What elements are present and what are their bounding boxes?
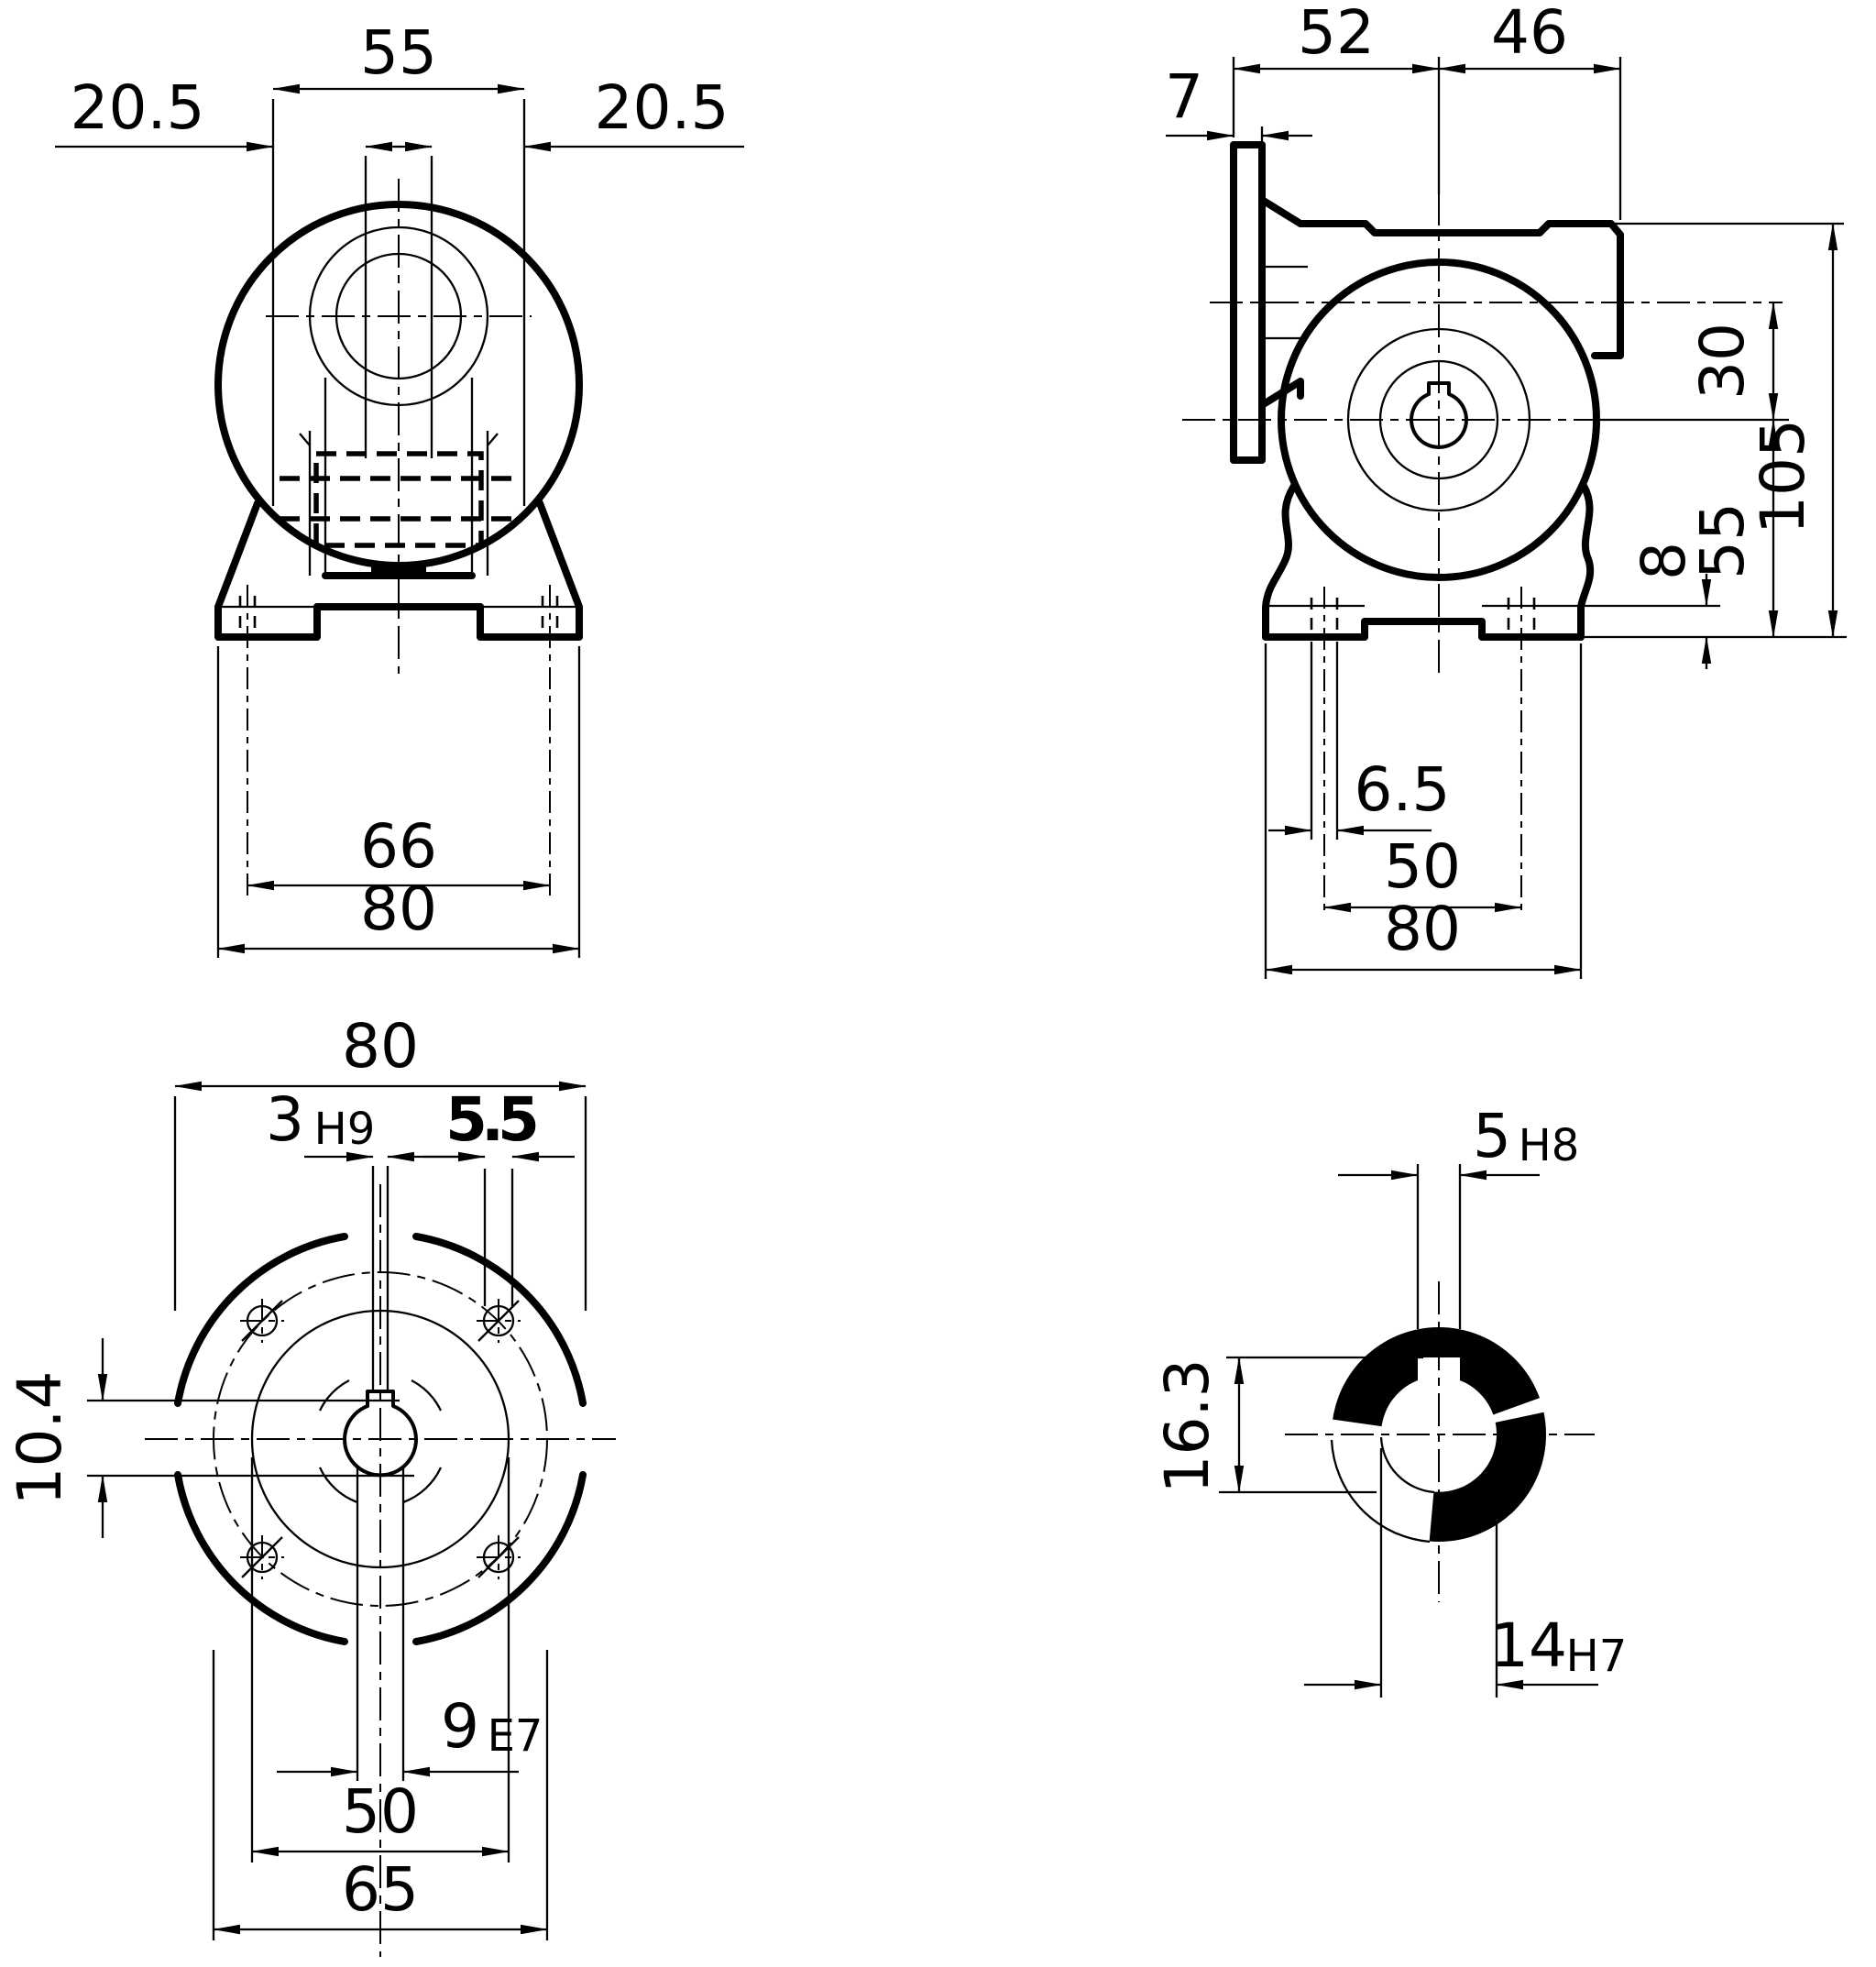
flange-bore-keyway xyxy=(343,1390,418,1478)
dim-80f-label: 80 xyxy=(342,1011,419,1082)
ext-bore-dia xyxy=(1379,1448,1498,1698)
side-view: 52 46 7 30 105 55 8 6.5 50 80 xyxy=(1165,0,1847,979)
worm-housing-profile xyxy=(1297,220,1624,359)
output-flange-view: 80 3 H9 5.5 10.4 9 E7 50 65 xyxy=(5,1011,616,1957)
dim-9-tol: E7 xyxy=(488,1710,543,1762)
dim-5-5-label: 5.5 xyxy=(445,1084,536,1155)
front-view: 55 20.5 20.5 66 80 xyxy=(55,17,744,958)
top-slot-lines xyxy=(371,1166,389,1391)
dim-14-tol: H7 xyxy=(1566,1631,1628,1682)
flange-outer-arc-br xyxy=(412,1471,587,1645)
output-bore-keyway xyxy=(1410,381,1468,449)
dim-55v-label: 55 xyxy=(1687,502,1758,579)
section-break-large xyxy=(1314,1417,1439,1558)
dim-80s-label: 80 xyxy=(1384,894,1461,964)
ext-lines-top xyxy=(271,99,526,506)
hidden-seal-lines xyxy=(1262,265,1308,340)
dim-80-label: 80 xyxy=(360,874,437,944)
foot-hole-centerlines-side xyxy=(1323,587,1522,917)
dim-105-label: 105 xyxy=(1748,419,1818,534)
dim-55-label: 55 xyxy=(360,17,437,88)
feet-outline xyxy=(1262,618,1585,641)
foot-hole-edges xyxy=(238,596,559,637)
dim-14-label: 14 xyxy=(1490,1610,1567,1681)
dim-7-label: 7 xyxy=(1165,61,1203,132)
input-flange-plate xyxy=(1230,141,1266,464)
ext-keyway-width xyxy=(1416,1164,1462,1329)
dim-20-5-left-label: 20.5 xyxy=(71,72,205,143)
pillar-left-outer xyxy=(299,431,312,576)
right-leg-foot xyxy=(477,500,583,641)
hidden-cavity-rect xyxy=(313,451,484,548)
foot-slot-edges xyxy=(1310,598,1536,637)
ext-bolt-hole xyxy=(483,1169,514,1306)
dim-6-5-label: 6.5 xyxy=(1355,754,1451,825)
flange-outer-arc-bl xyxy=(174,1471,348,1645)
bolt-holes xyxy=(240,1299,521,1579)
flange-outer-arc-tr xyxy=(412,1233,587,1407)
ext-feet-outer xyxy=(1264,643,1583,979)
hub-cone-top xyxy=(1258,196,1304,227)
outline-arc-inner xyxy=(1379,1436,1435,1494)
dim-10-4-label: 10.4 xyxy=(5,1371,75,1506)
bottom-slot-lines xyxy=(356,1467,405,1781)
dim-5-tol: H8 xyxy=(1519,1120,1580,1171)
hub-cone-bottom xyxy=(1258,378,1304,409)
dim-52-label: 52 xyxy=(1298,0,1375,68)
right-flank xyxy=(1577,482,1595,641)
outline-arc-outer xyxy=(1330,1439,1431,1544)
dim-8-label: 8 xyxy=(1629,542,1699,580)
left-leg-foot xyxy=(214,500,321,641)
dim-50f-label: 50 xyxy=(342,1776,419,1847)
shaft-bore-section-view: 5 H8 16.3 14 H7 xyxy=(1152,1101,1627,1698)
dim-66-label: 66 xyxy=(360,811,437,882)
dim-30-label: 30 xyxy=(1687,323,1758,400)
dim-3-label: 3 xyxy=(266,1084,304,1155)
dim-9-label: 9 xyxy=(441,1691,479,1762)
dim-50-label: 50 xyxy=(1384,831,1461,902)
dim-5-label: 5 xyxy=(1473,1101,1511,1171)
dim-46-label: 46 xyxy=(1491,0,1568,68)
hub-arcs xyxy=(318,1379,443,1504)
ext-spigot xyxy=(250,1457,510,1863)
left-flank xyxy=(1262,482,1298,641)
ext-bolt-circle xyxy=(212,1650,549,1940)
ext-foot-slot xyxy=(1310,642,1339,840)
flange-outer-arc-tl xyxy=(174,1233,348,1407)
dim-65-label: 65 xyxy=(342,1854,419,1925)
dim-3-tol: H9 xyxy=(314,1104,376,1155)
dim-16-3-label: 16.3 xyxy=(1152,1359,1223,1494)
ext-lines-bottom xyxy=(216,646,581,958)
section-break-small xyxy=(1439,1392,1560,1434)
ext-flange-od xyxy=(173,1096,587,1311)
pillar-right-outer xyxy=(486,431,499,576)
dim-20-5-right-label: 20.5 xyxy=(595,72,730,143)
